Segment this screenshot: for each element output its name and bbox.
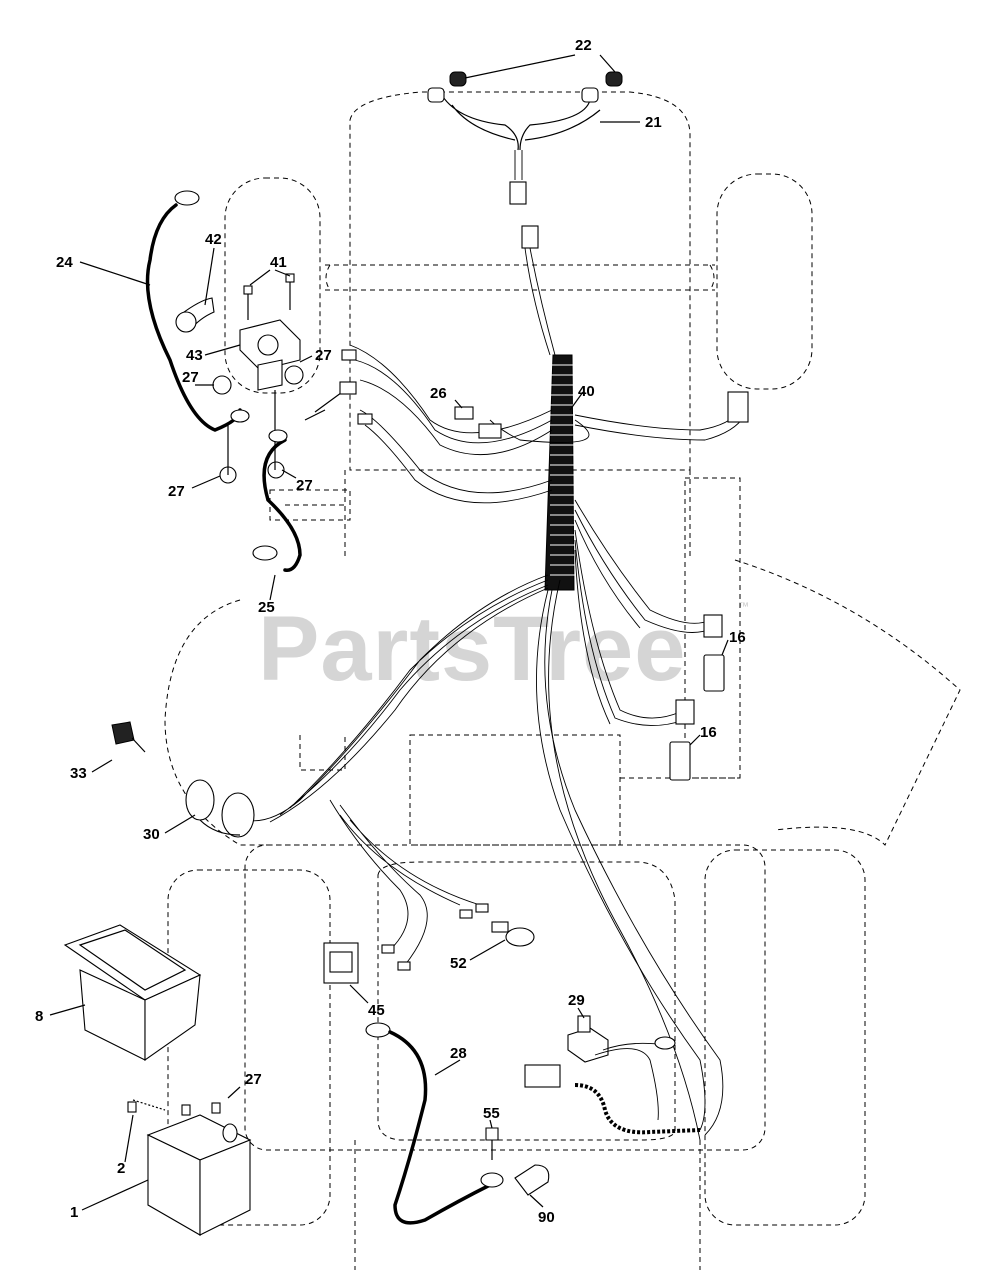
callout-27-upper-left: 27 (182, 369, 199, 386)
callout-25: 25 (258, 599, 275, 616)
bulb-right (605, 71, 623, 87)
callout-2: 2 (117, 1160, 125, 1177)
leader-lines (49, 54, 729, 1211)
front-left-wheel (224, 177, 321, 394)
switch-lower (669, 741, 691, 781)
harness-branches (244, 344, 746, 1141)
rear-right-wheel (704, 849, 866, 1226)
callout-29: 29 (568, 992, 585, 1009)
ignition-parts (111, 721, 255, 838)
callout-16-lower: 16 (700, 724, 717, 741)
callout-27-lower-left: 27 (168, 483, 185, 500)
switch-upper (703, 654, 725, 692)
rear-left-wheel (167, 869, 331, 1226)
callout-27-upper-right: 27 (315, 347, 332, 364)
hood-outline (349, 91, 691, 471)
callout-42: 42 (205, 231, 222, 248)
watermark-trademark: ™ (738, 601, 749, 613)
hour-meter-and-lamp (323, 903, 535, 984)
callout-30: 30 (143, 826, 160, 843)
callout-90: 90 (538, 1209, 555, 1226)
callout-1: 1 (70, 1204, 78, 1221)
callout-26: 26 (430, 385, 447, 402)
watermark-text: PartsTree (258, 598, 686, 700)
terminal-b (357, 413, 373, 425)
battery-tray (63, 924, 202, 1062)
battery (127, 1099, 252, 1236)
headlight-connector (509, 181, 527, 205)
callout-41: 41 (270, 254, 287, 271)
front-right-wheel (716, 173, 813, 390)
seat-outline (377, 861, 676, 1141)
center-frame (409, 734, 621, 846)
mid-frame (299, 735, 740, 779)
callout-33: 33 (70, 765, 87, 782)
callout-40: 40 (578, 383, 595, 400)
callout-45: 45 (368, 1002, 385, 1019)
connector-lower (675, 699, 695, 725)
body-outline (244, 844, 766, 1151)
lamp (505, 927, 535, 947)
headlight-left (427, 87, 445, 103)
callout-8: 8 (35, 1008, 43, 1025)
bulb-left (449, 71, 467, 87)
seat-switch (524, 1015, 701, 1135)
callout-21: 21 (645, 114, 662, 131)
harness-connector-front (521, 225, 539, 249)
callout-27-battery: 27 (245, 1071, 262, 1088)
terminal-a (341, 349, 357, 361)
callout-43: 43 (186, 347, 203, 364)
callout-16-upper: 16 (729, 629, 746, 646)
fuse-holder (478, 423, 502, 439)
callout-27-lower-right: 27 (296, 477, 313, 494)
callout-labels: 22 21 24 42 41 43 27 27 27 27 26 40 25 1… (35, 37, 746, 1226)
callout-55: 55 (483, 1105, 500, 1122)
callout-24: 24 (56, 254, 73, 271)
plug (339, 381, 357, 395)
starter-solenoid (175, 273, 304, 484)
tractor-outline (164, 91, 961, 1270)
battery-cables-front (145, 190, 302, 572)
connector-right-side (727, 391, 749, 423)
main-harness-loom (544, 354, 575, 591)
front-axle (325, 264, 715, 291)
fuse-connectors (304, 349, 502, 439)
headlight-right (581, 87, 599, 103)
callout-52: 52 (450, 955, 467, 972)
headlight-harness (427, 71, 623, 356)
switch-connectors-right (669, 391, 749, 781)
watermark: PartsTree ™ (258, 598, 749, 700)
battery-cable-rear (365, 1022, 550, 1225)
seat-connector (524, 1064, 561, 1088)
frame-rails (269, 470, 691, 560)
fuse (454, 406, 474, 420)
callout-22: 22 (575, 37, 592, 54)
rear-frame (354, 1140, 701, 1270)
deck-outline (164, 559, 961, 846)
callout-28: 28 (450, 1045, 467, 1062)
connector-upper (703, 614, 723, 638)
